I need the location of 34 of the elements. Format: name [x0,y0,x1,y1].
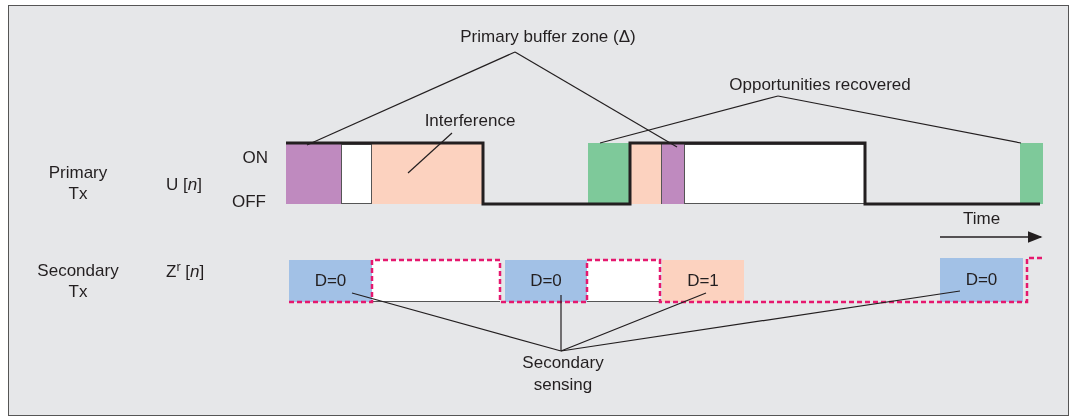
axis-label: Time [963,208,1002,230]
recovered-segment [1020,143,1043,204]
signal-label: U [n] [166,174,203,196]
row-label: Secondary Tx [36,260,120,302]
buffer-zone-segment [662,144,684,204]
transmission-segment [684,144,865,204]
sensing-slot: D=0 [940,258,1023,302]
leader-line [599,95,779,144]
leader-line [560,294,562,352]
transmission-segment [341,144,372,204]
interference-segment [631,144,662,204]
callout-label: Secondary sensing [513,352,613,400]
level-label: ON [241,147,268,169]
signal-label: Z$^{r}$ [n] [166,259,206,283]
leader-line [514,51,678,148]
recovered-segment [588,143,630,204]
buffer-zone-segment [286,144,341,204]
callout-label: Opportunities recovered [690,72,950,96]
callout-label: Primary buffer zone (Δ) [408,24,688,50]
callout-label: Interference [400,108,540,132]
sensing-slot: D=0 [289,260,372,302]
leader-line [407,132,453,174]
leader-line [560,292,707,352]
transmission-slot [372,260,500,302]
leader-line [560,290,961,352]
leader-line [351,292,562,352]
transmission-slot [587,260,660,302]
sensing-slot: D=0 [505,260,587,302]
sensing-slot: D=1 [662,260,744,302]
level-label: OFF [231,191,266,213]
leader-line [306,51,516,146]
leader-line [777,95,1022,144]
interference-segment [372,144,483,204]
row-label: Primary Tx [47,162,109,204]
